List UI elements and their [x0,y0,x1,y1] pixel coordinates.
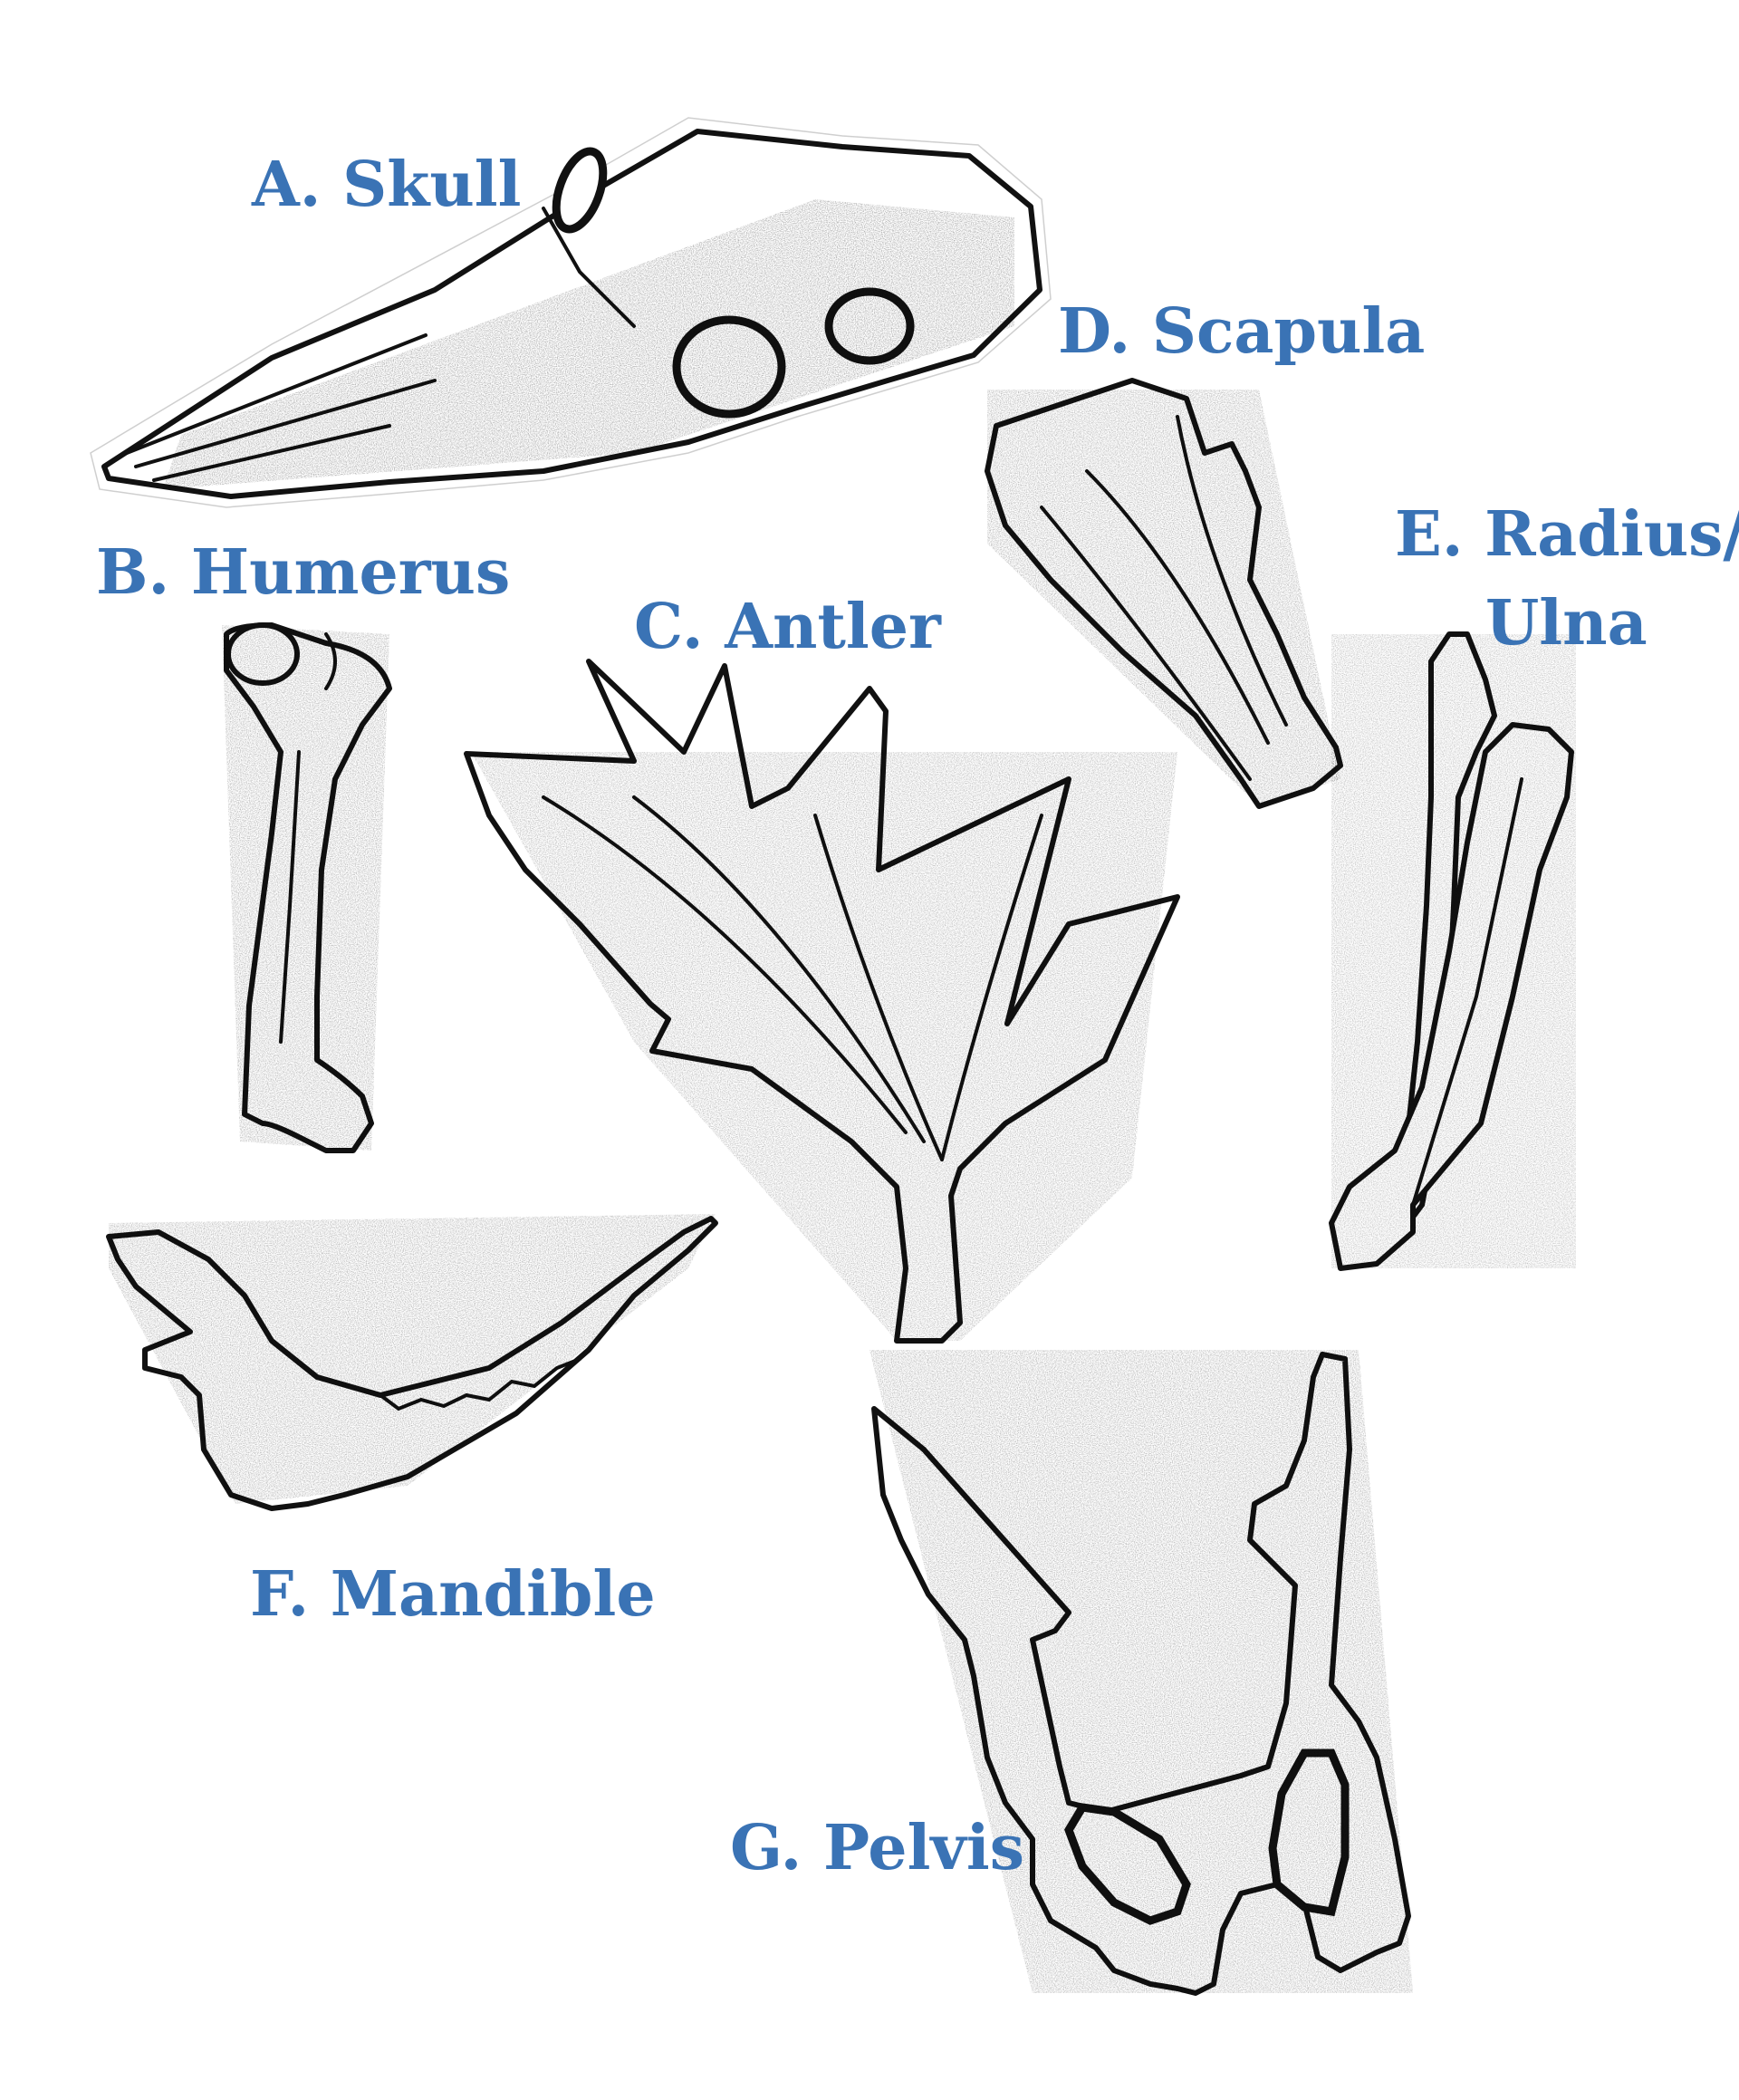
label-humerus: B. Humerus [96,536,511,609]
label-skull: A. Skull [252,149,522,221]
label-pelvis: G. Pelvis [730,1812,1025,1884]
humerus-drawing [222,622,392,1153]
label-antler: C. Antler [634,591,941,663]
mandible-drawing [106,1214,718,1511]
label-mandible: F. Mandible [250,1558,656,1631]
radius-ulna-drawing [1329,631,1576,1271]
label-ulna: Ulna [1485,587,1648,660]
label-scapula: D. Scapula [1058,295,1426,368]
antler-drawing [464,659,1180,1344]
scapula-drawing [985,378,1343,809]
label-radius: E. Radius/ [1395,498,1739,571]
pelvis-drawing [870,1350,1413,1996]
skull-drawing [90,117,1052,508]
